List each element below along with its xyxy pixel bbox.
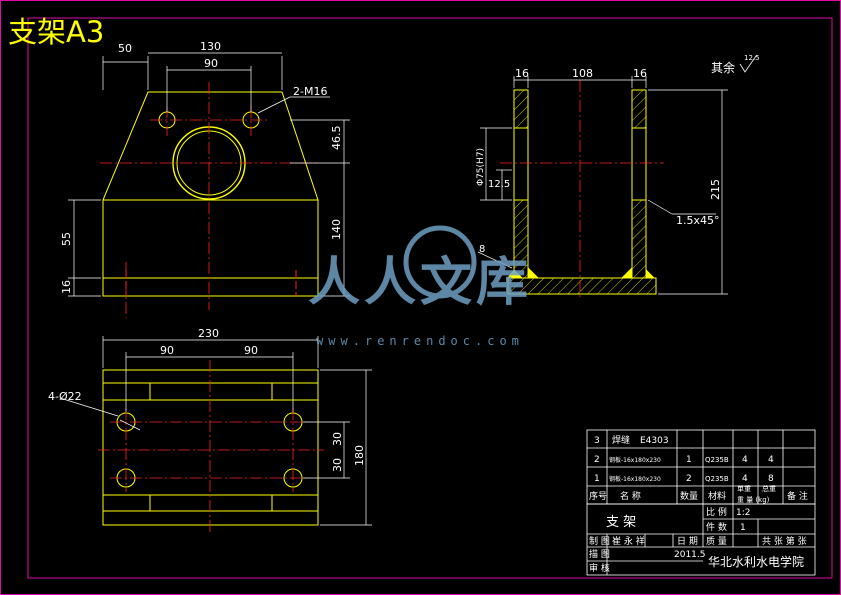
row2-name: 钢板-16x180x230 [609,456,661,464]
title-block [586,503,816,576]
drawn-name: 崔 永 祥 [612,535,645,547]
header-no: 序号 [589,490,607,502]
check-label: 审 核 [589,562,610,574]
row1-material: Q235B [705,475,729,483]
watermark-circle [403,225,477,299]
dim-16-front: 16 [60,280,73,294]
dim-90-top-right: 90 [244,344,258,357]
callout-m16: 2-M16 [293,85,327,98]
count-label: 件 数 [706,521,727,533]
base-plate-section [507,277,657,295]
sheet-label: 共 张 第 张 [762,535,807,547]
header-mass: 重 量 (kg) [737,496,770,504]
top-outline [102,369,319,526]
top-dimension-lines [59,336,372,526]
header-unit: 单重 [737,484,751,493]
dim-90-top-left: 90 [160,344,174,357]
header-material: 材料 [708,490,726,502]
watermark: 人人文库 www.renrendoc.com [308,225,532,348]
date-value: 2011.5 [674,550,706,560]
dim-50: 50 [118,42,132,55]
header-qty: 数量 [680,490,698,502]
row2-no: 2 [594,455,600,465]
dim-140: 140 [330,219,343,240]
school-name: 华北水利水电学院 [708,554,804,569]
row2-material: Q235B [705,456,729,464]
dim-30-top: 30 [331,432,344,446]
row1-total: 8 [768,474,774,484]
side-centerlines [500,80,664,300]
dim-30-bottom: 30 [331,458,344,472]
row2-unit: 4 [742,455,748,465]
weld-left-inner [527,266,540,279]
dim-90-front: 90 [204,57,218,70]
row2-qty: 1 [686,455,692,465]
count-value: 1 [740,523,746,533]
row1-no: 1 [594,474,600,484]
dim-215: 215 [709,179,722,200]
parts-table [586,429,816,505]
dim-180: 180 [353,445,366,466]
roughness-value: 12.5 [744,54,760,62]
row1-unit: 4 [742,474,748,484]
row3-no: 3 [594,436,600,446]
row1-qty: 2 [686,474,692,484]
scale-label: 比 例 [706,506,727,518]
weld-left [507,269,524,279]
weld-right-inner [620,266,633,279]
dim-230: 230 [198,327,219,340]
part-name: 支 架 [606,515,636,530]
weld-right [645,268,656,279]
bore-gap-left [513,127,529,201]
mass-label: 质 量 [706,535,727,547]
dim-55: 55 [60,232,73,246]
header-name: 名 称 [620,490,641,502]
row3-spec: E4303 [640,436,669,446]
callout-4-holes: 4-Ø22 [48,390,82,403]
trace-label: 描 图 [589,548,610,560]
scale-value: 1:2 [736,508,750,518]
side-dimension-lines [477,76,728,295]
row1-name: 钢板-16x180x230 [609,475,661,483]
front-centerlines [100,82,320,318]
date-label: 日 期 [677,536,698,547]
front-dimension-lines [68,52,350,297]
row2-total: 4 [768,455,774,465]
dim-12-5: 12.5 [488,179,510,190]
inner-frame [27,17,833,579]
dim-130: 130 [200,40,221,53]
dim-phi-bore: Φ75(H7) [476,148,486,186]
bore-gap-right [631,127,647,201]
drawn-label: 制 图 [589,535,610,547]
dim-16-side-right: 16 [633,67,647,80]
title-block-text: 支 架 比 例 1:2 件 数 1 制 图 崔 永 祥 日 期 质 量 共 张 … [589,506,807,574]
dim-8: 8 [479,244,485,255]
side-view [507,89,657,295]
top-view [102,369,319,526]
dim-16-side-left: 16 [515,67,529,80]
roughness-label: 其余 [711,60,735,75]
watermark-text: 人人文库 [308,253,532,313]
dim-108: 108 [572,67,593,80]
top-centerlines [98,360,324,535]
watermark-url: www.renrendoc.com [316,334,524,348]
sheet-title: 支架A3 [8,15,104,49]
chamfer-note: 1.5x45° [676,214,720,227]
parts-rows: 3 焊缝 E4303 2 钢板-16x180x230 1 Q235B 4 4 1… [589,434,808,504]
row3-name: 焊缝 [612,434,630,446]
dim-46-5: 46.5 [330,126,343,151]
roughness-symbol [739,55,757,73]
header-note: 备 注 [787,490,808,502]
header-total: 总重 [762,484,776,493]
